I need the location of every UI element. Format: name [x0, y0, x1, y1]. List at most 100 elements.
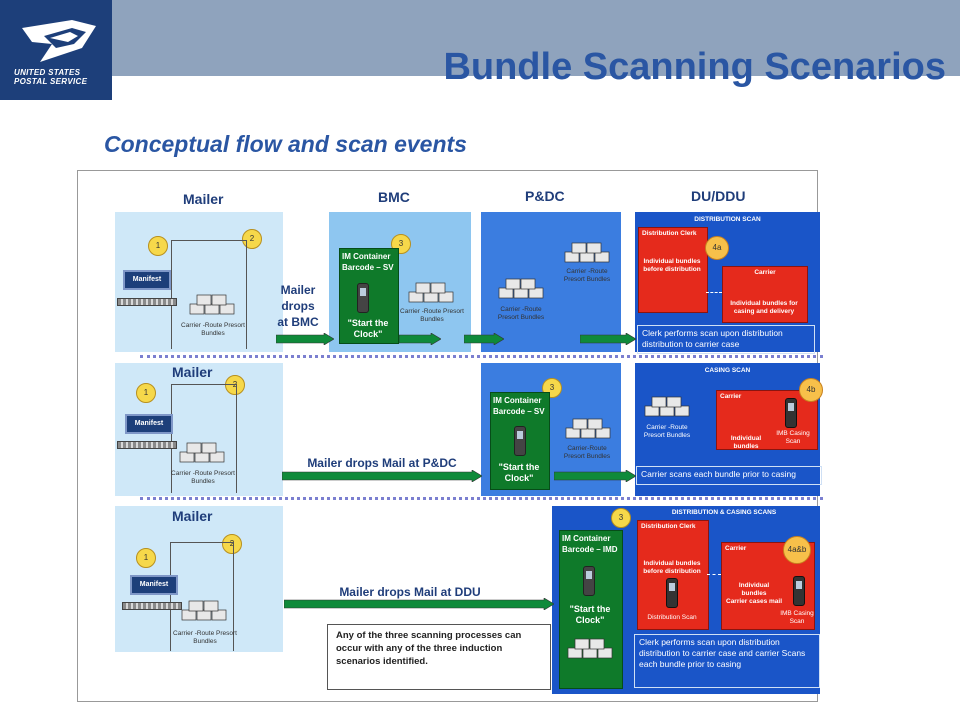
bundle-caption: Carrier -Route Presort Bundles [171, 470, 235, 485]
clerk-box: Distribution Clerk [637, 520, 709, 630]
bundle-caption: Carrier -Route Presort Bundles [181, 322, 245, 337]
col-head-du: DU/DDU [691, 188, 746, 204]
bundle-stack-icon [188, 292, 238, 316]
carrier-caption: Individual bundles [730, 435, 762, 450]
logo-wordmark: UNITED STATES POSTAL SERVICE [14, 68, 104, 86]
carrier-caption: Individual bundles for casing and delive… [730, 300, 798, 315]
drop-label-pdc: Mailer drops Mail at P&DC [307, 456, 457, 470]
bundle-caption: Carrier -Route Presort Bundles [400, 308, 464, 323]
col-head-pdc: P&DC [525, 188, 565, 204]
col-head-bmc: BMC [378, 189, 410, 205]
start-clock-label: "Start the Clock" [347, 318, 389, 339]
imb-scan-caption: IMB Casing Scan [776, 430, 810, 445]
carrier-title: Carrier [754, 269, 776, 276]
manifest-computer: Manifest [123, 270, 171, 290]
start-clock-label: "Start the Clock" [498, 462, 540, 483]
flow-arrow [399, 333, 441, 345]
row-divider-1 [140, 355, 823, 358]
row1-pdc-panel [481, 212, 621, 352]
drop-label-line: drops [281, 299, 315, 313]
flow-arrow [580, 333, 636, 345]
step-badge: 4a&b [783, 536, 811, 564]
carrier-box: Carrier [716, 390, 818, 450]
step-badge: 1 [136, 548, 156, 568]
du-scan-header: DISTRIBUTION SCAN [694, 216, 761, 223]
bundle-stack-icon [643, 394, 693, 418]
row-divider-2 [140, 497, 823, 500]
scanner-icon [357, 283, 369, 313]
step-badge: 2 [222, 534, 242, 554]
im-container-label: IM Container Barcode – SV [342, 252, 394, 272]
bundle-stack-icon [497, 276, 547, 300]
clerk-title: Distribution Clerk [642, 230, 697, 237]
logo-line2: POSTAL SERVICE [14, 77, 88, 86]
clerk-scan-caption: Distribution Scan [647, 614, 697, 621]
step-badge: 4b [799, 378, 823, 402]
start-clock-label: "Start the Clock" [569, 604, 611, 625]
carrier-caption-line: Individual bundles [738, 582, 770, 597]
step-badge: 3 [611, 508, 631, 528]
flow-arrow [282, 470, 482, 482]
scanner-icon [666, 578, 678, 608]
step-badge: 4a [705, 236, 729, 260]
dashed-connector [707, 574, 721, 575]
scan-note: Clerk performs scan upon distribution di… [634, 634, 820, 688]
eagle-icon [22, 20, 96, 62]
bundle-stack-icon [566, 636, 616, 660]
carrier-box: Carrier [722, 266, 808, 323]
bundle-stack-icon [180, 598, 230, 622]
scan-note: Carrier scans each bundle prior to casin… [636, 466, 822, 485]
du-scan-header: DISTRIBUTION & CASING SCANS [671, 509, 777, 516]
carrier-caption: Individual bundles Carrier cases mail [726, 582, 782, 606]
bundle-stack-icon [178, 440, 228, 464]
im-container-box: IM Container Barcode – IMD [559, 530, 623, 689]
im-container-label: IM Container Barcode – SV [493, 396, 545, 416]
bundle-stack-icon [564, 416, 614, 440]
bracket-line [171, 384, 237, 493]
imb-scan-caption: IMB Casing Scan [780, 610, 814, 625]
bundle-caption: Carrier -Route Presort Bundles [563, 268, 611, 283]
carrier-caption-line: Carrier cases mail [726, 598, 783, 605]
manifest-computer: Manifest [130, 575, 178, 595]
drop-label-ddu: Mailer drops Mail at DDU [339, 585, 481, 599]
step-badge: 1 [136, 383, 156, 403]
bundle-caption: Carrier -Route Presort Bundles [497, 306, 545, 321]
bundle-caption: Carrier -Route Presort Bundles [643, 424, 691, 439]
col-head-mailer: Mailer [183, 191, 224, 207]
clerk-box: Distribution Clerk [638, 227, 708, 313]
dashed-connector [706, 292, 722, 293]
drop-label-line: at BMC [277, 315, 319, 329]
bracket-line [171, 240, 247, 349]
flow-arrow [554, 470, 636, 482]
scanner-icon [583, 566, 595, 596]
bundle-stack-icon [407, 280, 457, 304]
bracket-line [170, 542, 234, 651]
im-container-label: IM Container Barcode – IMD [562, 534, 618, 554]
bundle-caption: Carrier -Route Presort Bundles [173, 630, 237, 645]
drop-label-bmc: Mailer drops at BMC [272, 282, 324, 330]
flow-arrow [276, 333, 334, 345]
logo-line1: UNITED STATES [14, 68, 81, 77]
drop-label-line: Mailer [280, 283, 316, 297]
du-scan-header: CASING SCAN [704, 367, 751, 374]
clerk-title: Distribution Clerk [641, 523, 696, 530]
usps-logo: UNITED STATES POSTAL SERVICE [0, 0, 112, 100]
flow-arrow [284, 598, 554, 610]
title-bar [112, 76, 960, 100]
bundle-stack-icon [563, 240, 613, 264]
keyboard-icon [117, 441, 177, 449]
scan-note: Clerk performs scan upon distribution di… [637, 325, 815, 354]
im-container-box: IM Container Barcode – SV [339, 248, 399, 344]
footnote-box: Any of the three scanning processes can … [327, 624, 551, 690]
step-badge: 2 [242, 229, 262, 249]
scanner-icon [793, 576, 805, 606]
row-mailer-label: Mailer [172, 364, 213, 380]
page-title: Bundle Scanning Scenarios [443, 46, 946, 88]
clerk-caption: Individual bundles before distribution [643, 560, 701, 575]
row-mailer-label: Mailer [172, 508, 213, 524]
scanner-icon [514, 426, 526, 456]
page-subtitle: Conceptual flow and scan events [104, 131, 467, 157]
manifest-computer: Manifest [125, 414, 173, 434]
keyboard-icon [122, 602, 182, 610]
flow-arrow [464, 333, 504, 345]
